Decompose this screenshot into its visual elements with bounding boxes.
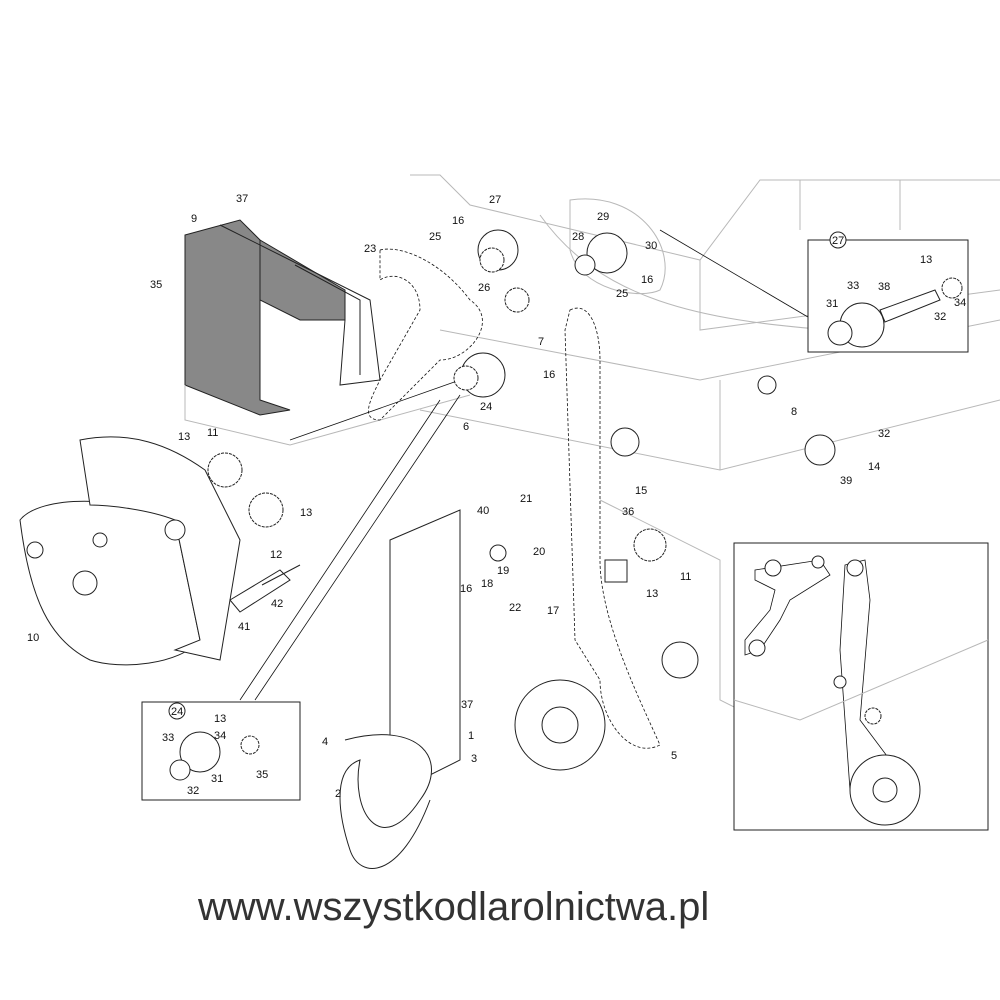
label: 24 xyxy=(480,401,492,413)
label: 12 xyxy=(270,549,282,561)
label: 26 xyxy=(478,282,490,294)
label: 37 xyxy=(461,699,473,711)
label: 28 xyxy=(572,231,584,243)
label: 21 xyxy=(520,493,532,505)
frame-background xyxy=(410,174,1000,721)
label: 34 xyxy=(954,297,966,309)
sprockets xyxy=(207,229,836,771)
label: 31 xyxy=(211,773,223,785)
label: 9 xyxy=(191,213,197,225)
inset-callout: 24 xyxy=(171,706,183,718)
label: 13 xyxy=(300,507,312,519)
label: 36 xyxy=(622,506,634,518)
label: 5 xyxy=(671,750,677,762)
label: 3 xyxy=(471,753,477,765)
label: 11 xyxy=(207,427,218,439)
inset-24 xyxy=(141,701,301,801)
inset-drive-layout xyxy=(733,542,989,831)
chain-23 xyxy=(368,248,483,421)
label: 35 xyxy=(150,279,162,291)
label: 37 xyxy=(236,193,248,205)
callout-labels: 37 9 35 23 27 16 25 29 28 30 16 25 26 7 … xyxy=(27,193,890,800)
label: 16 xyxy=(641,274,653,286)
label: 13 xyxy=(920,254,932,266)
label: 31 xyxy=(826,298,838,310)
label: 25 xyxy=(429,231,441,243)
label: 32 xyxy=(934,311,946,323)
label: 7 xyxy=(538,336,544,348)
label: 10 xyxy=(27,632,39,644)
label: 16 xyxy=(452,215,464,227)
label: 40 xyxy=(477,505,489,517)
label: 23 xyxy=(364,243,376,255)
label: 13 xyxy=(214,713,226,725)
label: 33 xyxy=(847,280,859,292)
inset-27-labels: 27 13 33 38 31 32 34 xyxy=(826,235,966,323)
label: 22 xyxy=(509,602,521,614)
label: 34 xyxy=(214,730,226,742)
watermark: www.wszystkodlarolnictwa.pl xyxy=(197,885,709,929)
label: 17 xyxy=(547,605,559,617)
label: 15 xyxy=(635,485,647,497)
label: 16 xyxy=(460,583,472,595)
label: 2 xyxy=(335,788,341,800)
gearbox xyxy=(19,436,241,666)
label: 14 xyxy=(868,461,880,473)
label: 25 xyxy=(616,288,628,300)
label: 32 xyxy=(187,785,199,797)
label: 11 xyxy=(680,571,691,583)
inset-callout: 27 xyxy=(832,235,844,247)
label: 19 xyxy=(497,565,509,577)
chain-5 xyxy=(564,307,661,749)
label: 29 xyxy=(597,211,609,223)
label: 1 xyxy=(468,730,474,742)
chain-guard xyxy=(184,219,381,416)
label: 38 xyxy=(878,281,890,293)
label: 18 xyxy=(481,578,493,590)
label: 33 xyxy=(162,732,174,744)
label: 16 xyxy=(543,369,555,381)
label: 13 xyxy=(646,588,658,600)
label: 32 xyxy=(878,428,890,440)
label: 27 xyxy=(489,194,501,206)
label: 30 xyxy=(645,240,657,252)
label: 8 xyxy=(791,406,797,418)
label: 13 xyxy=(178,431,190,443)
housing-panel xyxy=(184,379,471,869)
label: 6 xyxy=(463,421,469,433)
inset-24-labels: 24 13 34 33 35 31 32 xyxy=(162,706,268,797)
label: 42 xyxy=(271,598,283,610)
label: 4 xyxy=(322,736,328,748)
label: 35 xyxy=(256,769,268,781)
label: 39 xyxy=(840,475,852,487)
label: 41 xyxy=(238,621,250,633)
inset-27 xyxy=(807,231,969,353)
leader-lines xyxy=(239,229,831,701)
label: 20 xyxy=(533,546,545,558)
